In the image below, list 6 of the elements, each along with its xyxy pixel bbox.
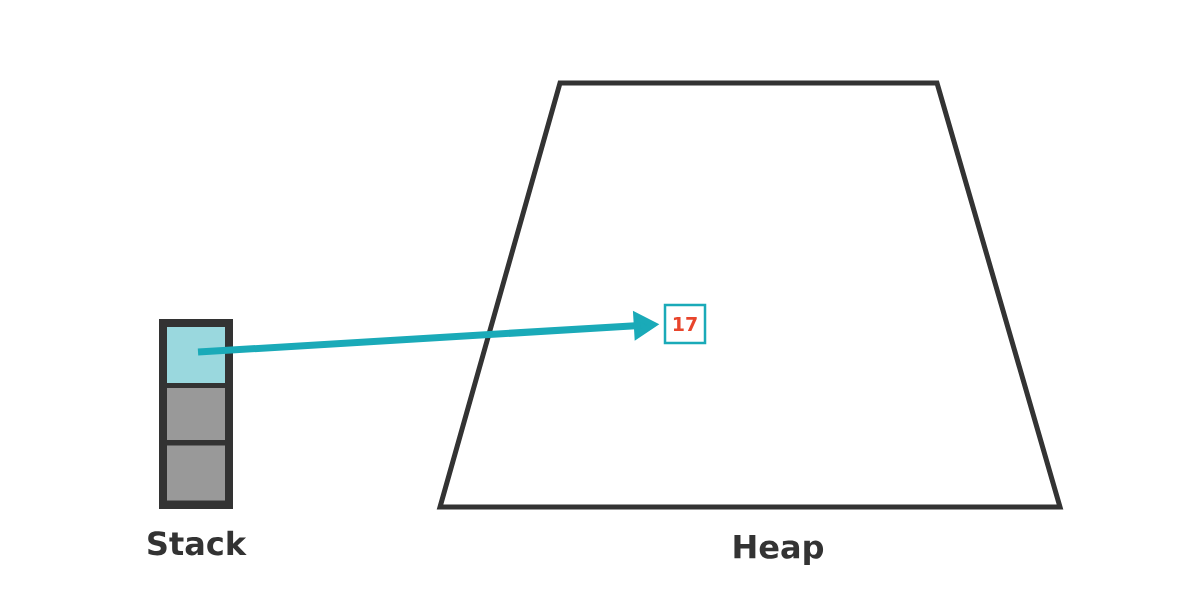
stack-cell [167,388,225,440]
stack-cell [167,327,225,383]
stack-cell [167,445,225,501]
part-label: Stack [148,530,247,556]
value-box: 17 [663,303,707,345]
part-label: Heap [734,535,824,565]
